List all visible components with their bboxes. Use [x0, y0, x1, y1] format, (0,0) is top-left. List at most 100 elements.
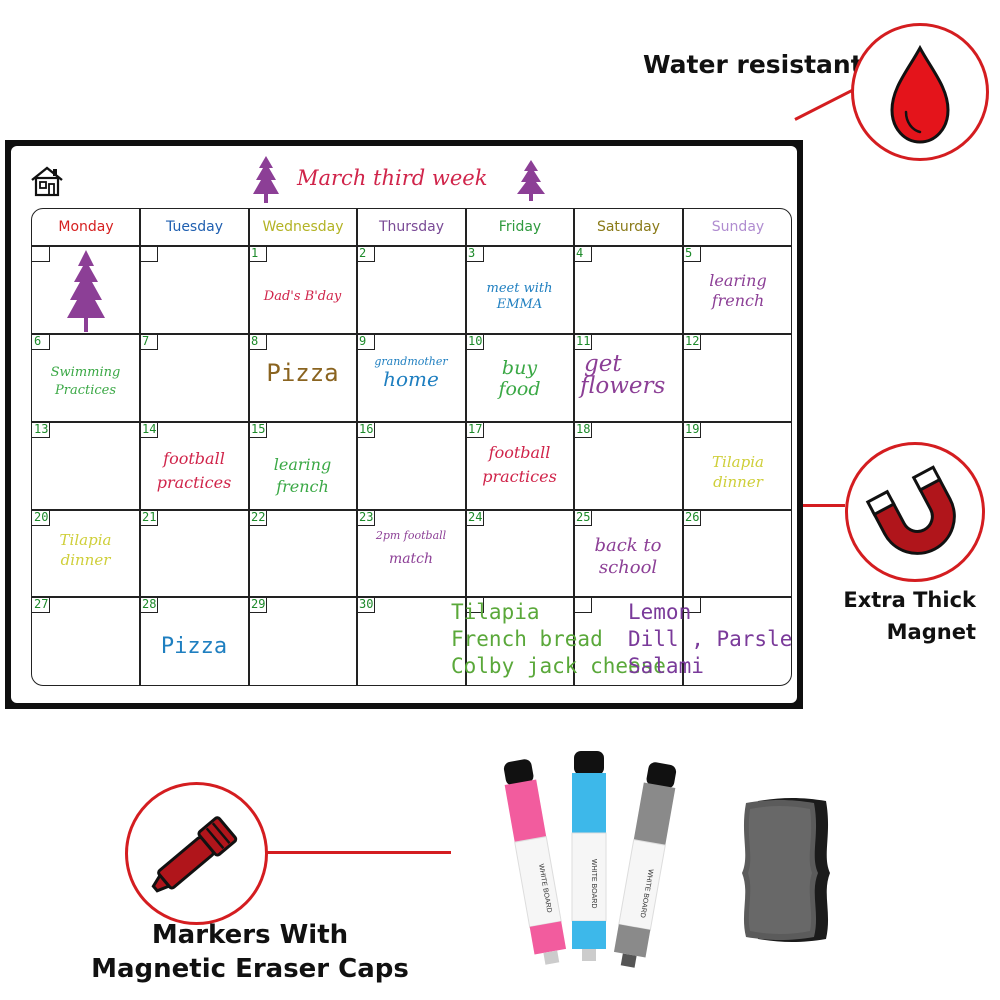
day-number: 10	[466, 334, 484, 350]
day-number: 16	[357, 422, 375, 438]
day-header-wednesday: Wednesday	[262, 219, 344, 235]
magnet-label-line1: Extra Thick	[843, 588, 976, 612]
note-get-flowers-line1: get	[584, 351, 622, 377]
grid-line	[682, 209, 684, 685]
note-buy-food-line2: food	[498, 378, 541, 400]
note-swimming-line1: Swimming	[50, 365, 121, 380]
note-back-to-school-line1: back to	[594, 535, 662, 556]
grid-line	[356, 209, 358, 685]
day-number: 24	[466, 510, 484, 526]
note-learning-line1: learing	[273, 455, 332, 474]
day-header-friday: Friday	[498, 219, 542, 235]
pink-marker: WHITE BOARD	[503, 759, 567, 965]
day-number: 11	[574, 334, 592, 350]
shopping-item: Dill , Parsley	[628, 627, 792, 651]
calendar-cell: 30	[357, 597, 465, 685]
grid-line	[32, 596, 791, 598]
calendar-cell: 8 Pizza	[249, 334, 356, 421]
calendar-cell	[32, 246, 139, 333]
calendar-cell: 4	[574, 246, 682, 333]
calendar-cell: 28 Pizza	[140, 597, 248, 685]
day-number: 25	[574, 510, 592, 526]
day-number: 14	[140, 422, 158, 438]
note-pizza: Pizza	[266, 359, 339, 387]
day-header-monday: Monday	[58, 219, 114, 235]
note-learning-line2: french	[276, 477, 329, 496]
day-number: 29	[249, 597, 267, 613]
note-football-match-line2: match	[388, 551, 434, 567]
water-drop-icon	[890, 44, 950, 144]
pine-tree-icon	[517, 160, 545, 201]
marker-pen-icon	[151, 816, 238, 893]
note-tilapia-line2: dinner	[713, 473, 763, 491]
day-number: 30	[357, 597, 375, 613]
day-number: 17	[466, 422, 484, 438]
calendar-cell: 1 Dad's B'day	[249, 246, 356, 333]
magnet-label-line2: Magnet	[886, 620, 976, 644]
day-number: 19	[683, 422, 701, 438]
note-meet-line2: EMMA	[496, 297, 543, 312]
calendar-cell: 23 2pm football match	[357, 510, 465, 596]
day-number: 27	[32, 597, 50, 613]
day-number: 1	[249, 246, 267, 262]
note-buy-food-line1: buy	[501, 357, 538, 379]
magnet-badge	[845, 442, 985, 582]
water-drop-badge	[851, 23, 989, 161]
note-football-line2: practices	[482, 467, 557, 486]
day-number: 8	[249, 334, 267, 350]
shopping-item: French bread	[451, 627, 603, 651]
day-number: 22	[249, 510, 267, 526]
grid-line	[573, 209, 575, 685]
note-tilapia-line1: Tilapia	[59, 531, 112, 549]
grid-line	[248, 209, 250, 685]
calendar-cell: 3 meet with EMMA	[466, 246, 573, 333]
day-number	[466, 597, 484, 613]
calendar-cell: 22	[249, 510, 356, 596]
day-number: 3	[466, 246, 484, 262]
day-number: 13	[32, 422, 50, 438]
calendar-cell: 2	[357, 246, 465, 333]
shopping-item: Tilapia	[451, 600, 540, 624]
calendar-cell	[466, 597, 573, 685]
grid-line	[32, 245, 791, 247]
day-number: 21	[140, 510, 158, 526]
day-number	[140, 246, 158, 262]
calendar-cell: 7	[140, 334, 248, 421]
calendar-cell: 15 learing french	[249, 422, 356, 509]
grid-line	[465, 209, 467, 685]
markers-label-line2: Magnetic Eraser Caps	[91, 954, 409, 984]
shopping-item: Salami	[628, 654, 704, 678]
note-football-match-line1: 2pm football	[375, 529, 447, 542]
calendar-cell: 21	[140, 510, 248, 596]
day-number: 2	[357, 246, 375, 262]
calendar-cell: 29	[249, 597, 356, 685]
calendar-cell: 18	[574, 422, 682, 509]
markers-label-line1: Markers With	[151, 920, 349, 950]
note-back-to-school-line2: school	[598, 557, 658, 578]
day-header-saturday: Saturday	[596, 219, 661, 235]
day-number: 12	[683, 334, 701, 350]
note-football-line2: practices	[156, 473, 232, 492]
note-tilapia-line1: Tilapia	[712, 453, 764, 471]
calendar-cell	[574, 597, 682, 685]
calendar-cell: 24	[466, 510, 573, 596]
note-get-flowers-line2: flowers	[580, 373, 666, 399]
water-resistant-label: Water resistant	[643, 50, 863, 79]
day-number	[574, 597, 592, 613]
calendar-grid: Monday Tuesday Wednesday Thursday Friday…	[31, 208, 792, 686]
calendar-cell: 26	[683, 510, 791, 596]
board-title: March third week	[297, 166, 488, 190]
note-tilapia-line2: dinner	[60, 551, 111, 569]
day-number: 20	[32, 510, 50, 526]
note-learning-line1: learing	[709, 271, 767, 290]
day-number: 5	[683, 246, 701, 262]
day-number: 6	[32, 334, 50, 350]
note-pizza: Pizza	[160, 634, 228, 659]
pine-tree-icon	[67, 250, 105, 332]
whiteboard-surface: March third week Monday Tuesday Wednesda…	[11, 146, 797, 703]
note-dads-bday: Dad's B'day	[263, 289, 342, 304]
calendar-cell: 11 get flowers	[574, 334, 682, 421]
grid-line	[32, 509, 791, 511]
marker-connector-line	[267, 851, 451, 854]
day-number: 15	[249, 422, 267, 438]
